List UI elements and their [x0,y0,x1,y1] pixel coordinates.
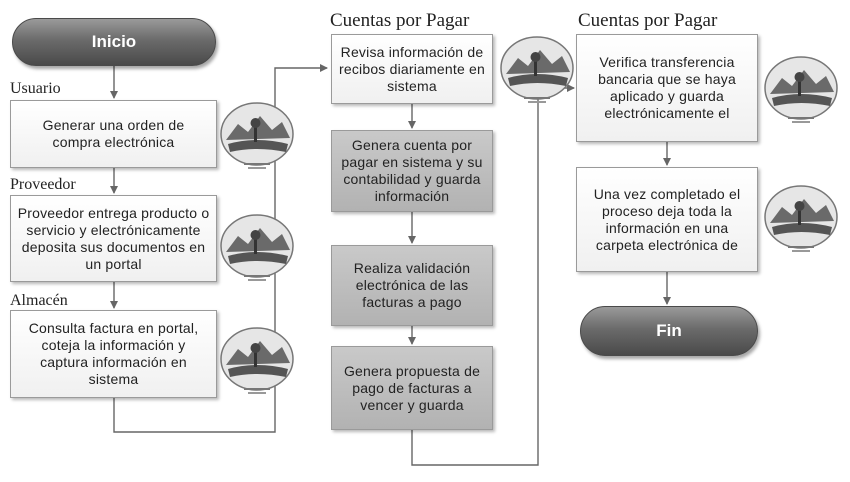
start-label: Inicio [91,32,137,51]
step-box-4: Revisa información de recibos diariament… [331,34,493,104]
step-text-7: Genera propuesta de pago de facturas a v… [343,362,481,413]
step-text-3: Consulta factura en portal, coteja la in… [28,320,199,387]
institution-seal-icon [764,56,838,123]
step-box-6: Realiza validación electrónica de las fa… [331,245,493,326]
end-label: Fin [656,321,682,340]
step-box-2: Proveedor entrega producto o servicio y … [10,195,217,282]
end-terminal: Fin [580,306,758,356]
lane-label-cuentas-por-pagar-1: Cuentas por Pagar [330,10,470,31]
institution-seal-icon [220,102,294,169]
step-box-7: Genera propuesta de pago de facturas a v… [331,346,493,430]
lane-label-usuario: Usuario [10,80,61,97]
lane-label-proveedor: Proveedor [10,176,76,193]
step-text-1: Generar una orden de compra electrónica [42,117,185,150]
step-text-9: Una vez completado el proceso deja toda … [593,185,741,253]
step-box-3: Consulta factura en portal, coteja la in… [10,310,217,398]
step-text-6: Realiza validación electrónica de las fa… [353,260,471,310]
step-box-9: Una vez completado el proceso deja toda … [576,167,758,272]
arrow-s3-to-s4 [113,64,328,433]
lane-label-almacen: Almacén [10,292,68,309]
lane-label-cuentas-por-pagar-2: Cuentas por Pagar [578,10,718,31]
institution-seal-icon [764,185,838,252]
institution-seal-icon [220,214,294,281]
start-terminal: Inicio [12,18,216,66]
institution-seal-icon [220,327,294,394]
step-text-8: Verifica transferencia bancaria que se h… [598,54,736,121]
step-text-2: Proveedor entrega producto o servicio y … [17,204,210,272]
step-box-1: Generar una orden de compra electrónica [10,100,217,168]
step-box-5: Genera cuenta por pagar en sistema y su … [331,130,493,212]
step-text-4: Revisa información de recibos diariament… [338,43,486,94]
step-text-5: Genera cuenta por pagar en sistema y su … [341,137,483,204]
step-box-8: Verifica transferencia bancaria que se h… [576,34,758,142]
institution-seal-icon [500,36,574,103]
